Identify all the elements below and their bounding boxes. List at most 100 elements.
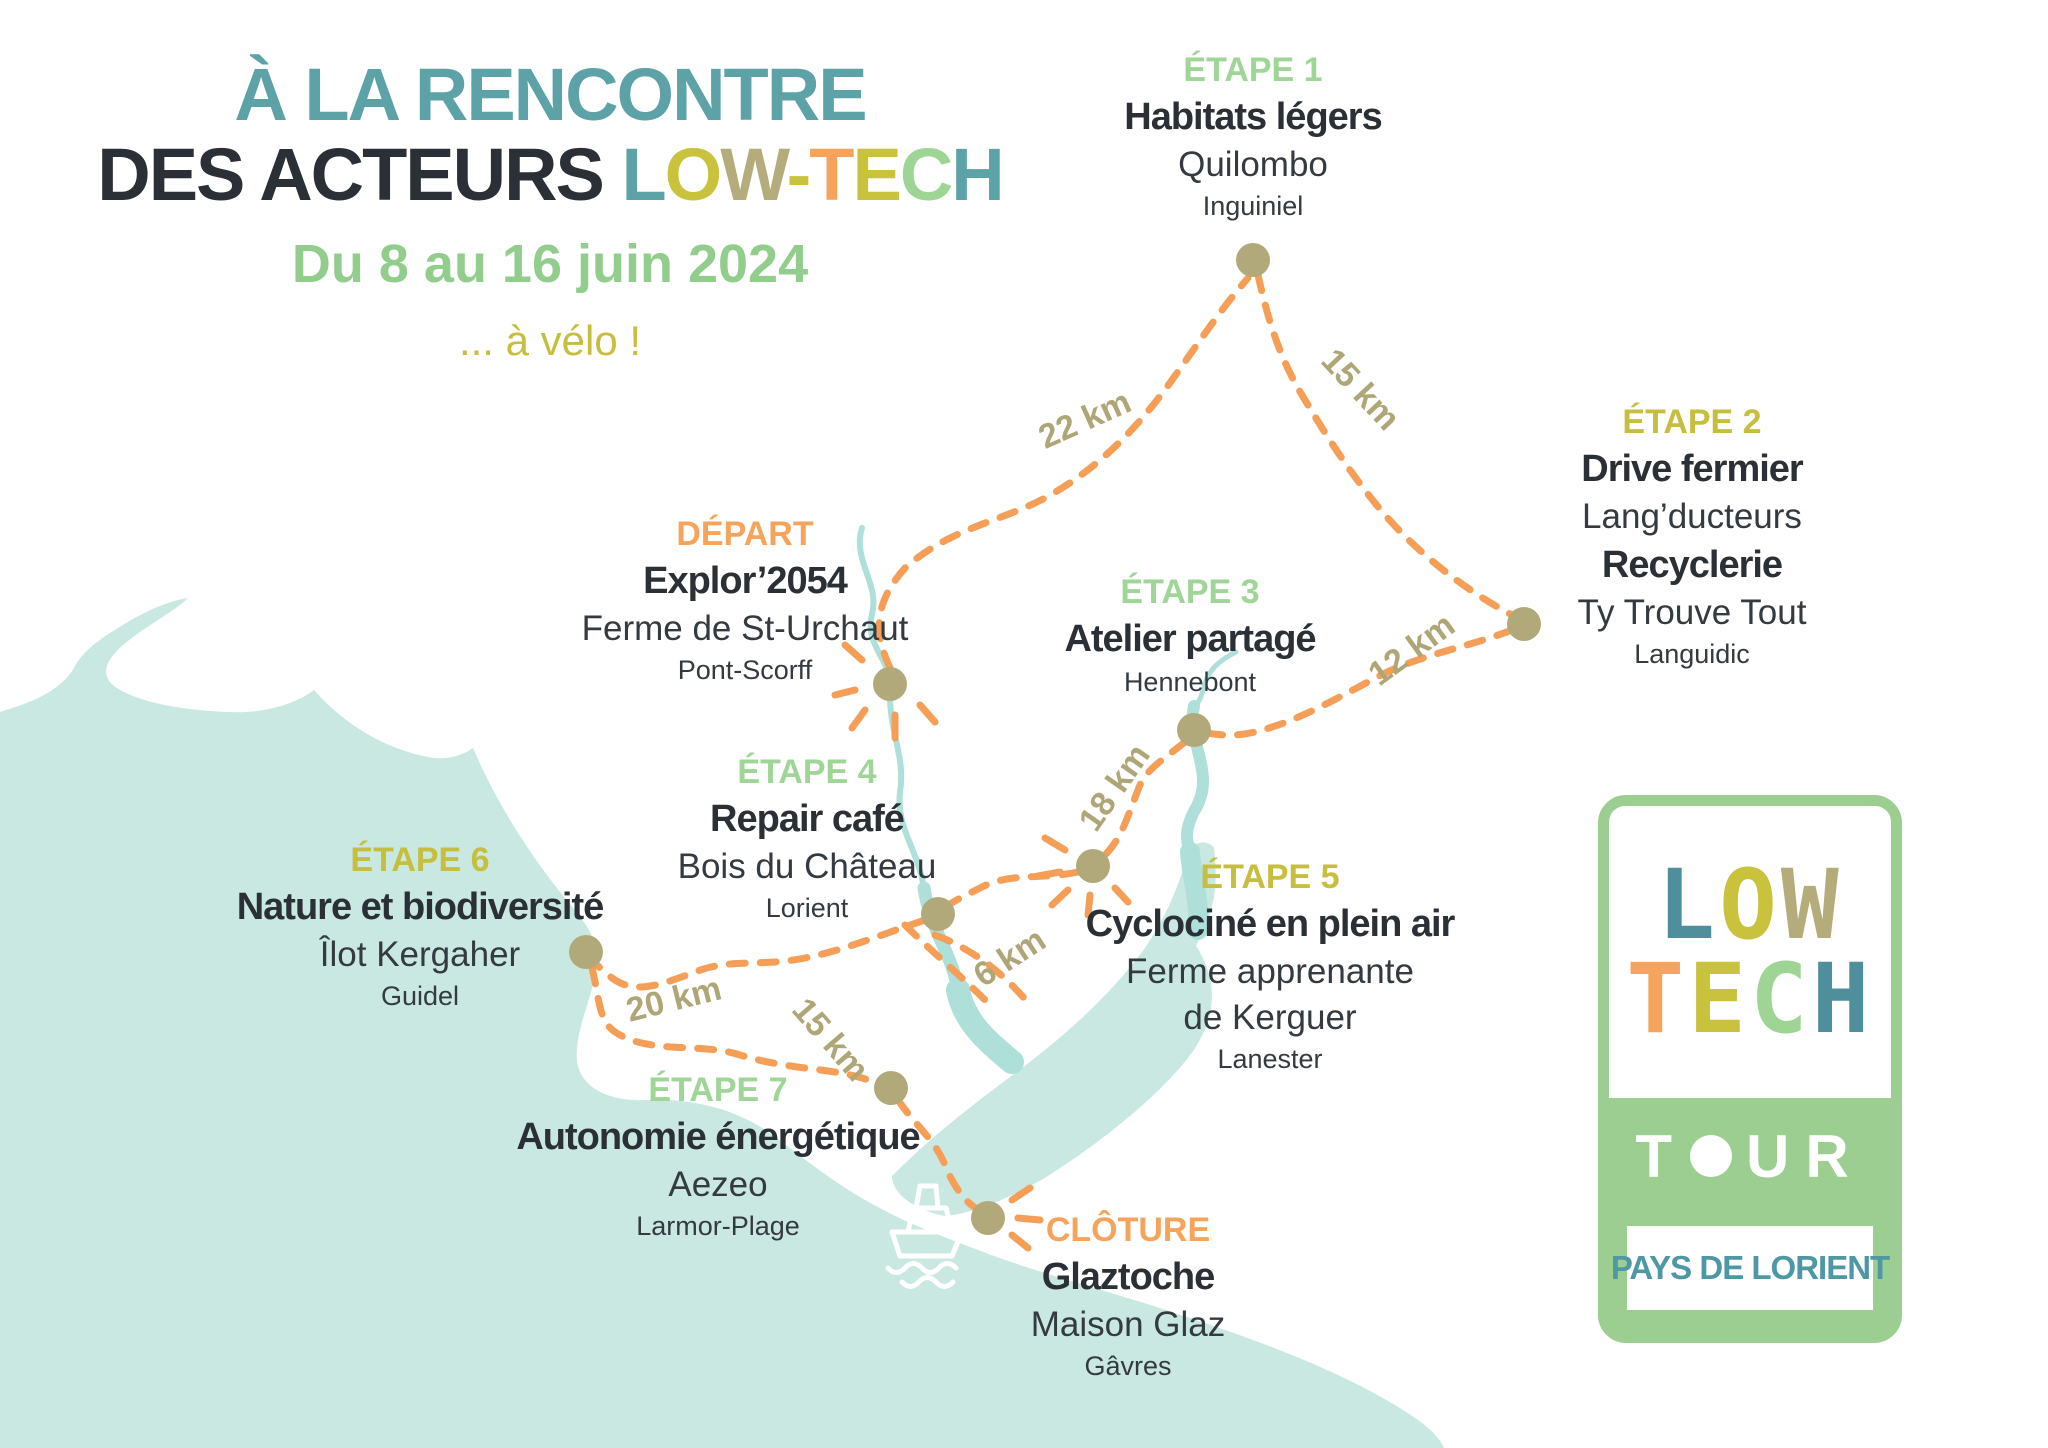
logo-letter: C	[1750, 943, 1812, 1055]
stage-line: Lorient	[765, 893, 849, 923]
stage-label: ÉTAPE 2	[1622, 403, 1762, 441]
logo-top-panel: LOW TECH	[1609, 806, 1891, 1098]
boat-icon	[885, 1183, 965, 1289]
lowtech-letter: T	[809, 133, 854, 216]
stage-line: Gâvres	[1084, 1351, 1172, 1381]
stage-line: Larmor-Plage	[636, 1211, 800, 1241]
stage-line: Bois du Château	[677, 847, 937, 886]
stage-label: ÉTAPE 7	[648, 1071, 788, 1109]
title-line2-prefix: DES ACTEURS	[97, 133, 622, 216]
stage-line: Cyclociné en plein air	[1085, 903, 1456, 945]
marker-kerguer	[1076, 849, 1110, 883]
stage-line: Aezeo	[668, 1165, 768, 1204]
stage-line: Explor’2054	[643, 560, 848, 602]
marker-gavres	[971, 1201, 1005, 1235]
stage-line: Repair café	[710, 798, 905, 840]
stage-label: ÉTAPE 5	[1200, 858, 1340, 896]
lowtech-letter: C	[899, 133, 953, 216]
stage-label: ÉTAPE 1	[1183, 51, 1323, 89]
stage-line: Atelier partagé	[1064, 618, 1316, 660]
tour-letter: R	[1805, 1122, 1865, 1190]
logo-region-label: PAYS DE LORIENT	[1611, 1226, 1890, 1310]
marker-rays	[831, 641, 1132, 1252]
stage-line: Pont-Scorff	[677, 655, 813, 685]
stage-line: Quilombo	[1178, 145, 1328, 184]
lowtech-letter: W	[720, 133, 788, 216]
title-lowtech-word: LOW-TECH	[621, 133, 1004, 216]
route-hennebont-kerguer	[1101, 738, 1189, 859]
poster-title: À LA RENCONTRE DES ACTEURS LOW-TECH Du 8…	[60, 58, 1040, 365]
stage-line: Hennebont	[1123, 667, 1257, 697]
route-pontscorff-inguiniel	[875, 274, 1252, 672]
route-lorient-spur-a	[901, 921, 989, 1004]
route-inguiniel-languidic	[1254, 271, 1516, 619]
tagline: ... à vélo !	[458, 317, 642, 365]
logo-letter: L	[1657, 848, 1720, 961]
route-languidic-hennebont	[1198, 626, 1516, 739]
route-larmor-gavres	[894, 1096, 986, 1216]
marker-larmor	[874, 1071, 908, 1105]
harbour-channel	[892, 842, 1216, 1216]
stage-label: ÉTAPE 6	[350, 841, 490, 879]
stage-label: CLÔTURE	[1045, 1211, 1211, 1249]
tour-o-disc	[1689, 1135, 1732, 1177]
stage-line: Recyclerie	[1601, 544, 1783, 586]
stage-line: Drive fermier	[1581, 448, 1803, 490]
stage-line: de Kerguer	[1183, 998, 1357, 1037]
stage-line: Glaztoche	[1041, 1256, 1216, 1298]
lowtech-letter: H	[951, 133, 1004, 216]
route-guidel-larmor	[588, 964, 892, 1090]
stage-line: Ferme apprenante	[1126, 952, 1414, 991]
stage-markers	[569, 243, 1541, 1235]
land-peninsula	[601, 926, 1454, 1118]
route-lorient-spur-b	[931, 931, 1034, 1009]
marker-guidel	[569, 935, 603, 969]
lowtech-letter: O	[664, 133, 723, 216]
marker-hennebont	[1177, 713, 1211, 747]
lowtech-letter: -	[786, 133, 812, 216]
logo-letter: W	[1780, 848, 1843, 961]
marker-lorient	[921, 897, 955, 931]
marker-inguiniel	[1236, 243, 1270, 277]
stage-line: Guidel	[380, 981, 460, 1011]
marker-pont-scorff	[873, 667, 907, 701]
lowtech-letter: L	[621, 133, 666, 216]
cycling-route	[584, 271, 1516, 1216]
stage-line: Lang’ducteurs	[1582, 497, 1802, 536]
stage-label: ÉTAPE 4	[737, 753, 877, 791]
lowtech-letter: E	[852, 133, 901, 216]
logo-letter: T	[1626, 943, 1689, 1055]
title-line1: À LA RENCONTRE	[234, 53, 867, 136]
stage-line: Ferme de St-Urchaut	[581, 609, 909, 648]
stage-label: DÉPART	[676, 515, 814, 553]
logo-letter: H	[1811, 943, 1874, 1055]
logo-word-tech: TECH	[1626, 951, 1873, 1047]
sea-shape	[0, 598, 1444, 1448]
stage-line: Ty Trouve Tout	[1577, 593, 1807, 632]
stage-label: ÉTAPE 3	[1120, 573, 1260, 611]
date-range: Du 8 au 16 juin 2024	[291, 234, 809, 295]
logo-letter: O	[1719, 848, 1781, 961]
land-gavres-band	[960, 1150, 1444, 1394]
route-lorient-guidel	[584, 916, 929, 991]
stage-line: Languidic	[1634, 639, 1750, 669]
stage-line: Nature et biodiversité	[236, 886, 605, 928]
tour-letter: T	[1635, 1122, 1688, 1190]
logo-word-low: LOW	[1657, 857, 1842, 953]
stage-line: Lanester	[1217, 1044, 1323, 1074]
stage-line: Inguiniel	[1202, 191, 1304, 221]
logo-letter: E	[1688, 943, 1750, 1055]
stage-line: Autonomie énergétique	[516, 1116, 920, 1158]
